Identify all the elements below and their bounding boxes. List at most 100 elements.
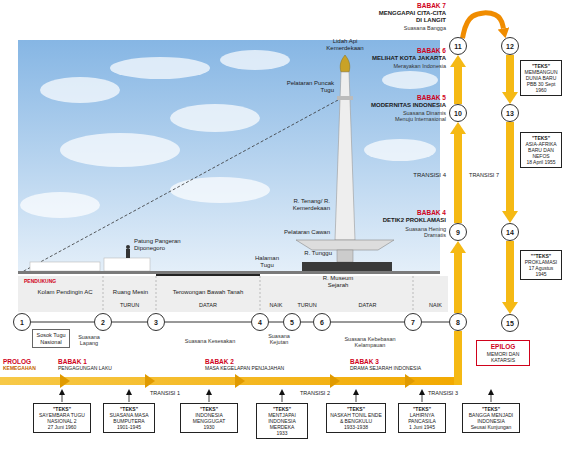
act-title: MELIHAT KOTA JAKARTA	[356, 55, 446, 62]
node-detail: 1933-1938	[329, 424, 383, 430]
profile-line	[269, 322, 283, 323]
node-text: "TEKS"	[183, 406, 235, 412]
mood-label: Merayakan Indonesia	[356, 63, 446, 69]
flow-arrow	[454, 253, 462, 313]
node-text: 13	[506, 110, 514, 117]
cloud	[40, 77, 120, 103]
cloud	[364, 139, 436, 161]
flow-arrow	[506, 55, 514, 92]
band-chevron	[330, 374, 340, 388]
node-detail: MENTJAPAI INDONESIA MERDEKA	[259, 412, 305, 430]
divider	[260, 276, 261, 312]
node-text: 2	[101, 319, 105, 326]
cloud	[60, 133, 180, 167]
cloud	[110, 57, 210, 79]
pointer-arrow	[422, 395, 423, 402]
node-detail: 1901-1945	[106, 424, 152, 430]
building	[104, 258, 150, 271]
part-label: Lidah Api Kemerdekaan	[315, 38, 375, 52]
turn-arrow	[463, 13, 504, 38]
step-circle: 12	[501, 37, 519, 55]
node-text: ""TEKS"	[523, 253, 559, 259]
act-title: MENGGAPAI CITA-CITA DI LANGIT	[376, 10, 446, 24]
transition-label: TRANSISI 3	[428, 390, 462, 396]
text-box: "TEKS"LAHIRNYA PANCASILA1 Juni 1945	[398, 403, 446, 433]
profile-line	[165, 322, 251, 323]
text-box: "TEKS"BANGGA MENJADI INDONESIASeusai Kun…	[462, 403, 520, 433]
node-text: 7	[411, 319, 415, 326]
step-circle: 4	[251, 313, 269, 331]
mood-label: Suasana Dinamis Menuju Internasional	[386, 110, 446, 123]
node-detail: INDONESIA MENGGUGAT	[183, 412, 235, 424]
transition-label: TRANSISI 7	[463, 172, 505, 178]
node-detail: NASKAH TONIL ENDE & BENGKULU	[329, 412, 383, 424]
node-text: 12	[506, 43, 514, 50]
text-box: "TEKS"MEMBANGUN DUNIA BARUPBB 30 Sept 19…	[520, 60, 562, 96]
node-text: "TEKS"	[259, 406, 305, 412]
act-title: DRAMA SEJARAH INDONESIA	[350, 366, 440, 372]
profile-line	[112, 322, 147, 323]
band-chevron	[235, 374, 245, 388]
cloud	[220, 50, 290, 70]
step-circle: 7	[404, 313, 422, 331]
step-circle: 13	[501, 104, 519, 122]
band-chevron	[145, 374, 155, 388]
epilogue-box: EPILOGMEMORI DAN KATARSIS	[476, 340, 530, 366]
node-text: 8	[456, 319, 460, 326]
statue-label: Patung Pangeran Diponegoro	[134, 238, 184, 252]
pointer-arrow	[282, 395, 283, 402]
text-box: "TEKS"NASKAH TONIL ENDE & BENGKULU1933-1…	[326, 403, 386, 433]
node-detail: LAHIRNYA PANCASILA	[401, 412, 443, 424]
act-label: BABAK 2	[205, 358, 245, 365]
step-circle: 15	[501, 314, 519, 332]
obelisk	[335, 72, 355, 240]
node-detail: Seusai Kunjungan	[465, 424, 517, 430]
divider	[156, 276, 157, 312]
act-title: KEMEGAHAN	[3, 366, 48, 372]
slope-label: TURUN	[297, 302, 316, 308]
act-label: PROLOG	[3, 358, 43, 365]
act-title: MASA KEGELAPAN PENJAJAHAN	[205, 366, 305, 372]
node-text: "TEKS"	[401, 406, 443, 412]
node-text: 14	[506, 229, 514, 236]
flow-arrow	[506, 241, 514, 302]
step-circle: 11	[449, 37, 467, 55]
node-text: Sosok Tugu Nasional	[35, 332, 67, 345]
node-text: 4	[258, 319, 262, 326]
act-label: BABAK 5	[366, 94, 446, 101]
slope-label: DATAR	[359, 302, 377, 308]
museum-base	[302, 262, 392, 271]
node-detail: SUASANA MASA BUMPUTERA	[106, 412, 152, 424]
node-detail: MEMORI DAN KATARSIS	[479, 351, 527, 363]
slope-label: TURUN	[120, 302, 139, 308]
node-text: 15	[506, 320, 514, 327]
node-text: "TEKS"	[523, 135, 559, 141]
node-text: "TEKS"	[465, 406, 517, 412]
mood-label: Suasana Kebebasan Kelampauan	[338, 336, 402, 349]
area-label: Pelataran Puncak Tugu	[280, 80, 334, 94]
node-detail: MEMBANGUN DUNIA BARU	[523, 69, 559, 81]
flow-arrow	[506, 122, 514, 211]
statue	[126, 249, 130, 258]
node-detail: 1933	[259, 430, 305, 436]
caption-box: Sosok Tugu Nasional	[32, 329, 70, 348]
act-title: MODERNITAS INDONESIA	[356, 102, 446, 109]
pointer-arrow	[491, 395, 492, 402]
statue-head	[126, 245, 130, 249]
divider	[413, 276, 414, 312]
act-label: BABAK 7	[366, 2, 446, 9]
step-circle: 9	[449, 223, 467, 241]
support-label: PENDUKUNG	[24, 279, 64, 285]
node-text: 3	[154, 319, 158, 326]
mood-label: Suasana Kesesakan	[178, 338, 242, 344]
node-text: 5	[290, 319, 294, 326]
profile-line	[31, 322, 94, 323]
slope-label: NAIK	[270, 302, 283, 308]
band-chevron	[60, 374, 70, 388]
node-text: 9	[456, 229, 460, 236]
top-platform	[337, 96, 353, 100]
step-circle: 1	[13, 313, 31, 331]
room-label: Ruang Mesin	[108, 289, 153, 296]
